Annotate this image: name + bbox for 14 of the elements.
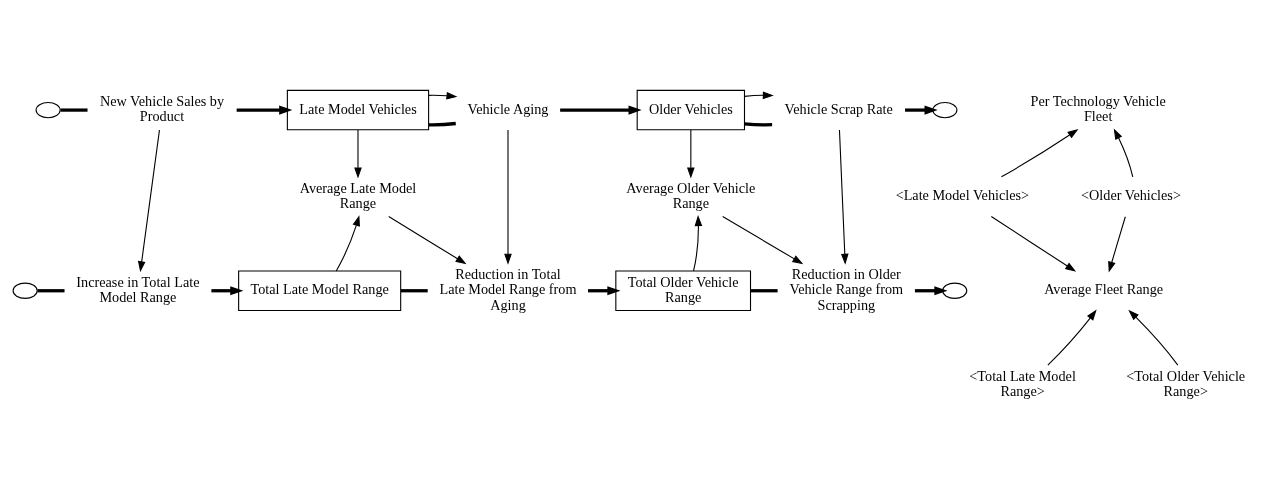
node-text: <Older Vehicles>	[1081, 187, 1181, 204]
node-text: <Total Older Vehicle Range>	[1126, 367, 1246, 400]
node-text: New Vehicle Sales by Product	[99, 93, 225, 125]
node-text: Increase in Total Late Model Range	[76, 273, 200, 306]
node-text: Per Technology Vehicle Fleet	[1030, 93, 1166, 125]
node-text: Average Older Vehicle Range	[626, 179, 756, 211]
node-text: <Total Late Model Range>	[969, 367, 1076, 400]
node-text: <Late Model Vehicles>	[895, 187, 1030, 204]
node-text: Reduction in Total Late Model Range from Aging	[439, 266, 577, 313]
node-text: Average Fleet Range	[1044, 281, 1164, 298]
node-text: Vehicle Scrap Rate	[784, 100, 893, 117]
node-text: Vehicle Aging	[467, 100, 549, 117]
node-text: Average Late Model Range	[299, 179, 417, 211]
node-text: Reduction in Older Vehicle Range from Scrapping	[789, 266, 904, 313]
